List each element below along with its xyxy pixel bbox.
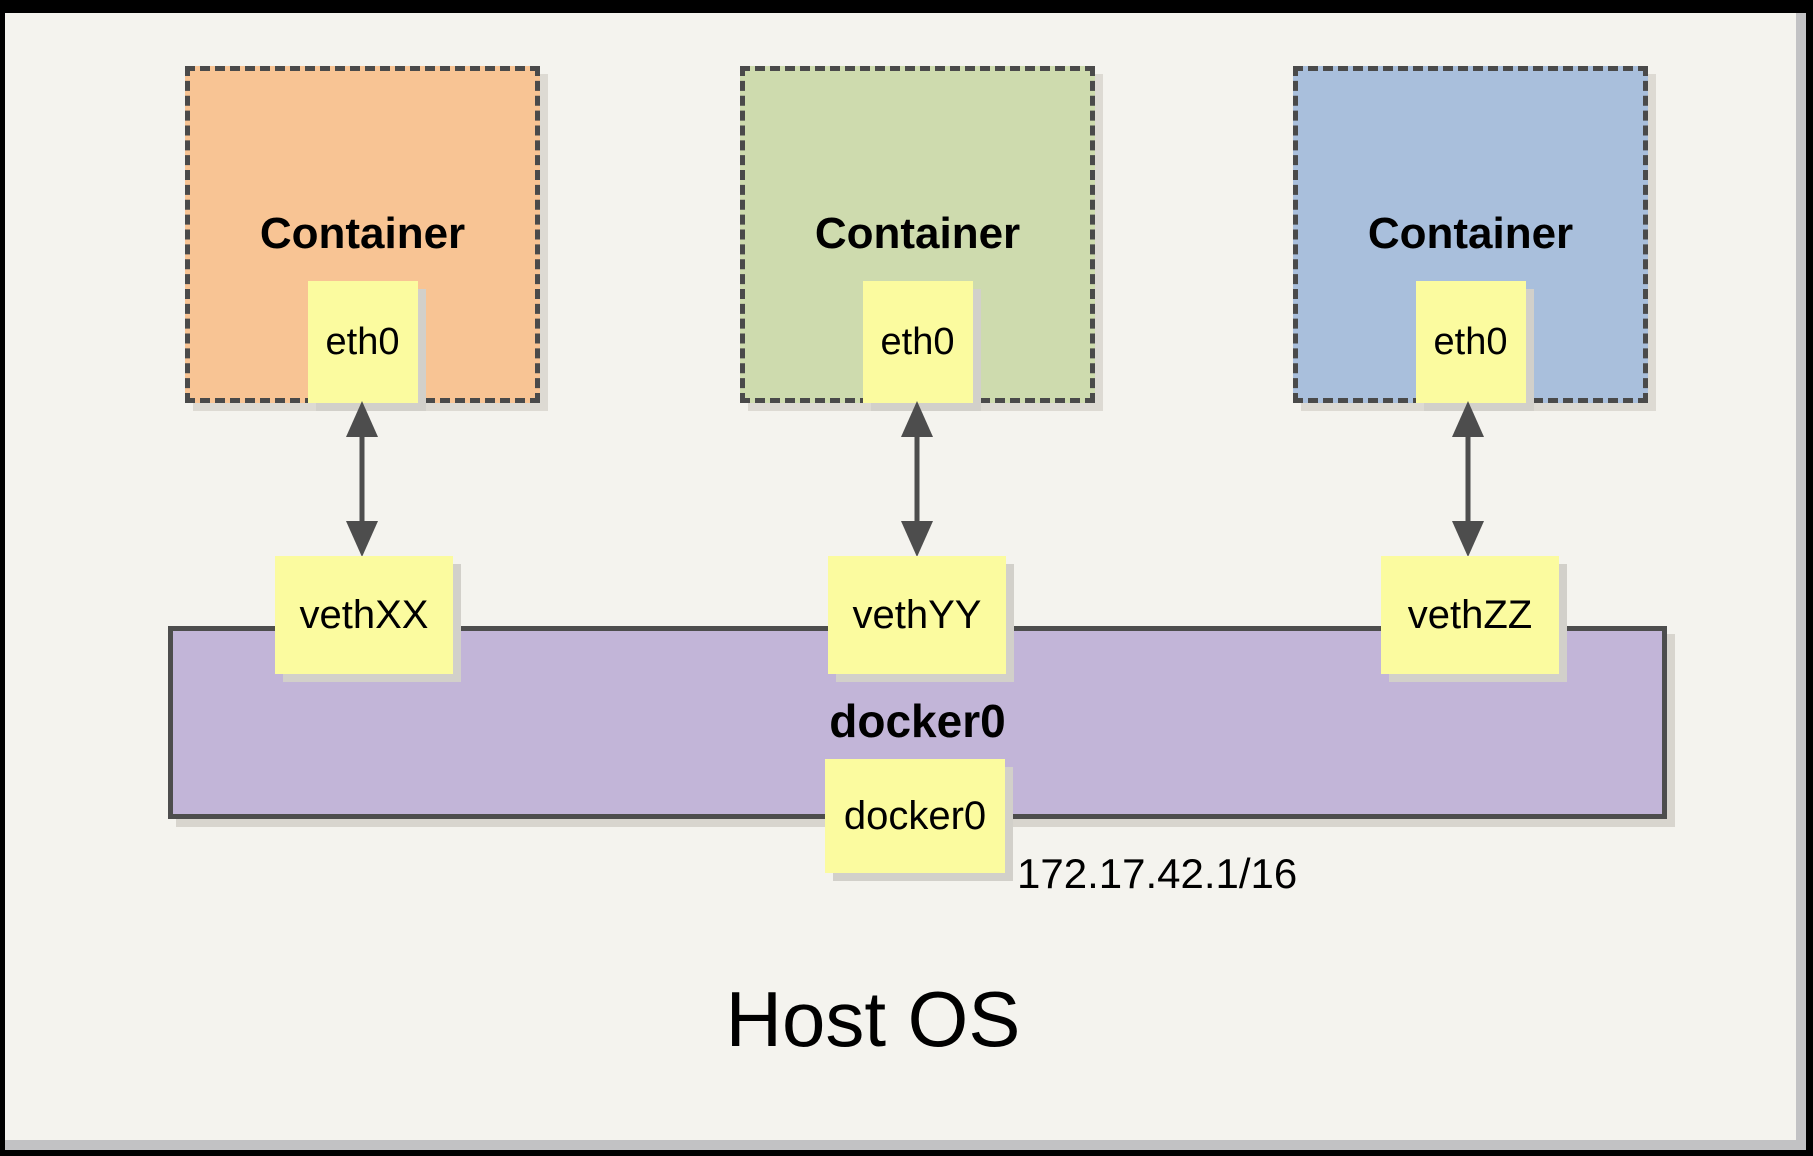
host-os-panel: Container eth0 Container eth0 Container … [5,13,1806,1150]
double-arrow-icon-3 [1452,401,1484,557]
bridge-ip-label: 172.17.42.1/16 [1017,850,1298,897]
double-arrow-icon-1 [346,401,378,557]
container-title: Container [814,209,1021,258]
container-box-1: Container eth0 [185,66,540,403]
eth0-box-2: eth0 [862,281,973,403]
docker0-bridge-label: docker0 [829,695,1006,747]
eth0-box-3: eth0 [1415,281,1526,403]
container-box-3: Container eth0 [1293,66,1648,403]
docker0-interface-box: docker0 [825,759,1005,873]
veth-box-3: vethZZ [1381,556,1559,674]
container-title: Container [1367,209,1574,258]
eth0-box-1: eth0 [307,281,418,403]
veth-box-1: vethXX [275,556,453,674]
double-arrow-icon-2 [901,401,933,557]
veth-box-2: vethYY [828,556,1006,674]
host-os-label: Host OS [725,975,1021,1063]
container-title: Container [259,209,466,258]
container-box-2: Container eth0 [740,66,1095,403]
